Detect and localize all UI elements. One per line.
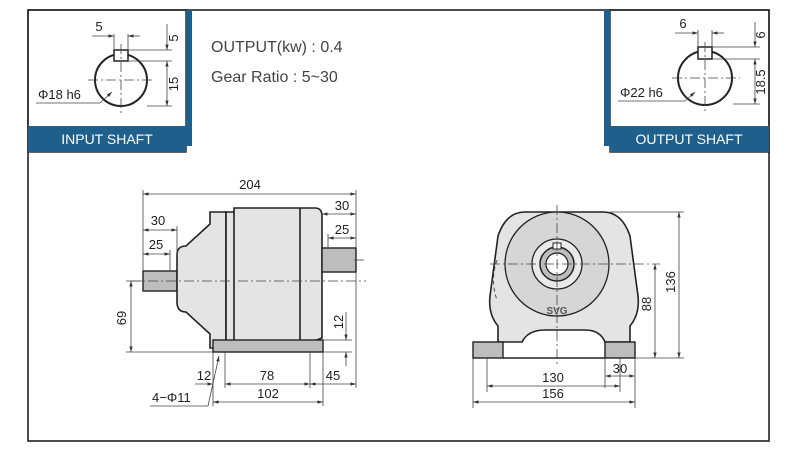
dim-center-height: 88: [639, 297, 654, 311]
dim-end-offset: 45: [326, 368, 340, 383]
gear-ratio: Gear Ratio : 5~30: [211, 69, 338, 86]
side-base: [212, 339, 324, 353]
side-view: 204 30 25 30 25 69 12 12 78 4: [114, 177, 366, 407]
dim-mounting-holes: 4−Φ11: [152, 390, 191, 405]
output-key-depth: 6: [753, 31, 768, 38]
dim-overall-length: 204: [239, 177, 261, 192]
drawing-frame: [27, 9, 770, 442]
dim-input-length: 30: [151, 213, 165, 228]
dim-base-thickness: 12: [331, 315, 346, 329]
dim-output-key-length: 25: [335, 222, 349, 237]
dim-total-height: 136: [663, 271, 678, 293]
front-view: SVG 136 88 130 30 156: [472, 205, 684, 408]
dim-front-bolt-span: 130: [542, 370, 564, 385]
output-power: OUTPUT(kw) : 0.4: [211, 39, 343, 56]
side-gear-housing: [225, 207, 323, 347]
output-shaft-label-bar: [610, 126, 769, 152]
input-shaft-panel: INPUT SHAFT 5 5 15 Φ18 h6: [27, 9, 192, 153]
dim-input-key-length: 25: [149, 237, 163, 252]
dim-total-width: 156: [542, 386, 564, 401]
side-output-shaft: [321, 247, 357, 273]
dim-shaft-height: 69: [114, 311, 129, 325]
input-shaft-diameter: Φ18 h6: [38, 87, 81, 102]
input-key-width: 5: [95, 19, 102, 34]
side-motor-flange: [176, 211, 227, 349]
output-shaft-label: OUTPUT SHAFT: [635, 131, 743, 147]
dim-base-length: 102: [257, 386, 279, 401]
output-shaft-height: 18.5: [753, 69, 768, 94]
input-shaft-label-bar: [28, 126, 186, 152]
output-shaft-panel: OUTPUT SHAFT 6 6 18.5 Φ22 h6: [604, 9, 770, 153]
dim-foot-width: 30: [613, 361, 627, 376]
dim-bolt-offset: 12: [197, 368, 211, 383]
brand-logo: SVG: [546, 306, 567, 317]
input-key-depth: 5: [166, 34, 181, 41]
output-key-width: 6: [679, 16, 686, 31]
output-shaft-diameter: Φ22 h6: [620, 85, 663, 100]
input-shaft-label: INPUT SHAFT: [61, 131, 153, 147]
dim-output-length: 30: [335, 198, 349, 213]
input-shaft-height: 15: [166, 77, 181, 91]
front-left-foot: [472, 341, 504, 359]
front-right-foot: [604, 341, 636, 359]
dim-bolt-span: 78: [260, 368, 274, 383]
